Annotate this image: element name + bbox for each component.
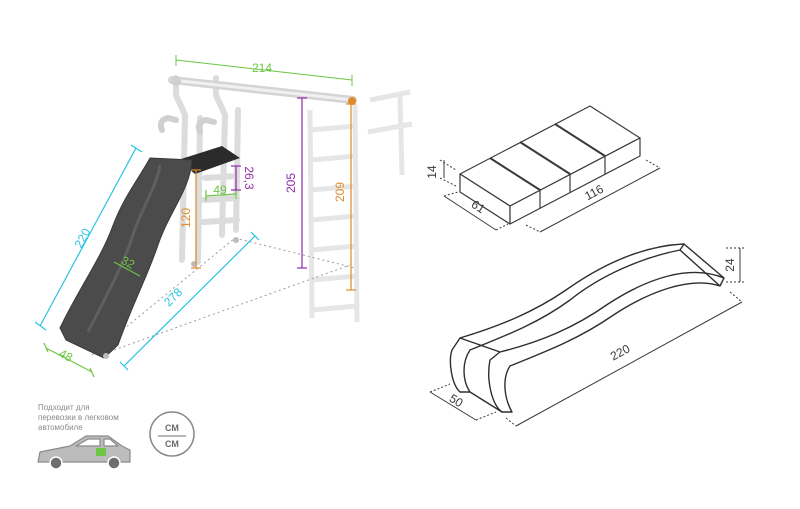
dim-platform-depth-label: 49 — [213, 183, 227, 197]
bar-start-cap — [171, 76, 181, 86]
dim-slide-inner-width: 32 — [113, 253, 141, 277]
package-box — [459, 105, 641, 225]
platform — [178, 146, 240, 174]
dim-platform-height: 120 — [179, 169, 201, 269]
transport-note-line: автомобиле — [38, 423, 83, 432]
units-badge-bottom: СМ — [165, 439, 179, 449]
units-badge: СМ СМ — [149, 411, 195, 457]
package-dims — [439, 159, 661, 233]
dim-platform-depth: 49 — [205, 183, 237, 201]
dim-top-bar: 214 — [175, 55, 353, 86]
climbing-ladder — [307, 89, 413, 323]
slide-part-height-label: 24 — [723, 258, 737, 272]
dim-step-label: 26,3 — [242, 166, 256, 190]
dim-total-height: 209 — [333, 103, 356, 291]
transport-note: Подходит для перевозки в легковом автомо… — [38, 403, 158, 433]
dim-base-length-label: 278 — [161, 285, 185, 309]
dim-slide-width: 48 — [43, 342, 95, 378]
slide-part-length-label: 220 — [608, 341, 633, 363]
car-icon — [37, 435, 131, 470]
dim-slide-length-label: 220 — [72, 226, 94, 251]
hand-grip-left — [157, 114, 179, 133]
slide-part-width-label: 50 — [447, 391, 466, 410]
transport-note-line: Подходит для — [38, 403, 90, 412]
slide-outline — [449, 243, 725, 413]
dim-slide-width-label: 48 — [57, 346, 76, 365]
hand-grip-right — [195, 116, 217, 135]
playset-illustration: 214 220 48 278 32 — [34, 55, 413, 378]
dim-platform-height-label: 120 — [179, 208, 193, 228]
bar-end-cap — [348, 97, 356, 105]
dim-inner-height: 205 — [284, 97, 307, 269]
dim-step: 26,3 — [231, 165, 256, 191]
units-badge-top: СМ — [165, 423, 179, 433]
dim-slide-inner-width-label: 32 — [119, 253, 138, 272]
dim-total-height-label: 209 — [333, 182, 347, 202]
dim-inner-height-label: 205 — [284, 173, 298, 193]
transport-note-line: перевозки в легковом — [38, 413, 119, 422]
slide — [59, 157, 193, 359]
playset-frame — [173, 75, 241, 265]
dim-top-bar-label: 214 — [252, 61, 272, 75]
slide-part-dims — [429, 247, 744, 427]
package-height-label: 14 — [425, 165, 439, 179]
